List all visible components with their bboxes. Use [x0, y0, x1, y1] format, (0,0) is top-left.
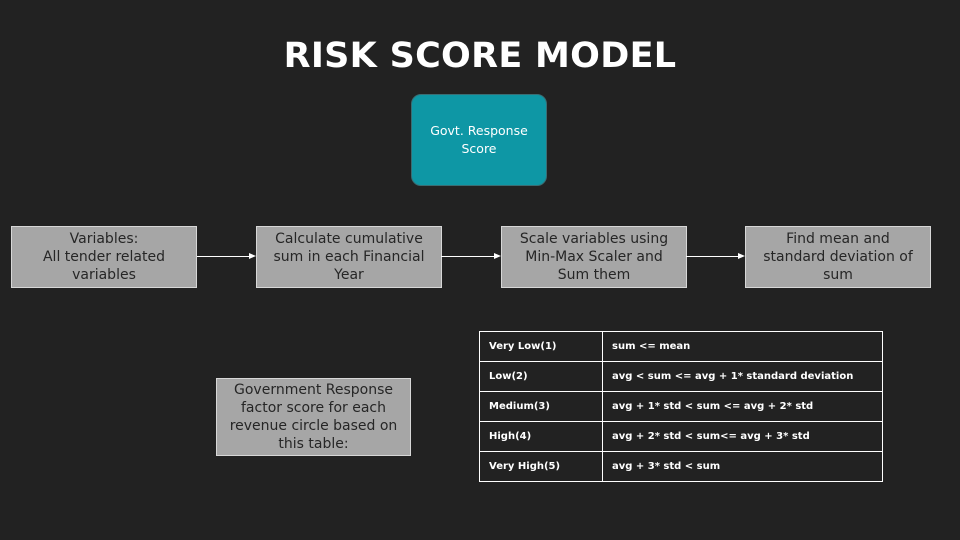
- govt-response-score-label: Govt. Response Score: [430, 122, 528, 156]
- risk-level-table: Very Low(1) sum <= mean Low(2) avg < sum…: [479, 331, 883, 482]
- step-variables-line-2: All tender related: [42, 249, 165, 265]
- government-response-factor-text: Government Response factor score for eac…: [229, 382, 398, 452]
- arrow-2: [441, 253, 501, 259]
- govt-response-score-box: Govt. Response Score: [411, 94, 547, 186]
- table-row: Very Low(1) sum <= mean: [479, 331, 883, 362]
- step-mean-std: Find mean and standard deviation of sum: [745, 226, 931, 288]
- step-scale-variables-line-2: Min-Max Scaler and: [525, 249, 663, 265]
- risk-level-cell: High(4): [479, 421, 603, 452]
- table-row: Low(2) avg < sum <= avg + 1* standard de…: [479, 361, 883, 392]
- step-cumulative-sum: Calculate cumulative sum in each Financi…: [256, 226, 442, 288]
- page-title: RISK SCORE MODEL: [283, 36, 677, 76]
- table-row: High(4) avg + 2* std < sum<= avg + 3* st…: [479, 421, 883, 452]
- risk-rule-cell: sum <= mean: [602, 331, 883, 362]
- risk-rule-cell: avg + 2* std < sum<= avg + 3* std: [602, 421, 883, 452]
- step-cumulative-sum-line-2: sum in each Financial: [273, 249, 425, 265]
- step-mean-std-line-1: Find mean and: [786, 231, 890, 247]
- step-mean-std-line-3: sum: [823, 267, 853, 283]
- government-response-factor-box: Government Response factor score for eac…: [216, 378, 411, 456]
- step-scale-variables-line-1: Scale variables using: [519, 231, 669, 247]
- step-cumulative-sum-line-3: Year: [334, 267, 364, 283]
- risk-level-cell: Very High(5): [479, 451, 603, 482]
- step-variables: Variables: All tender related variables: [11, 226, 197, 288]
- arrow-3: [686, 253, 745, 259]
- arrow-1: [197, 253, 256, 259]
- risk-level-cell: Medium(3): [479, 391, 603, 422]
- table-row: Medium(3) avg + 1* std < sum <= avg + 2*…: [479, 391, 883, 422]
- risk-level-cell: Very Low(1): [479, 331, 603, 362]
- table-row: Very High(5) avg + 3* std < sum: [479, 451, 883, 482]
- risk-level-cell: Low(2): [479, 361, 603, 392]
- risk-rule-cell: avg < sum <= avg + 1* standard deviation: [602, 361, 883, 392]
- risk-rule-cell: avg + 1* std < sum <= avg + 2* std: [602, 391, 883, 422]
- risk-rule-cell: avg + 3* std < sum: [602, 451, 883, 482]
- step-scale-variables-line-3: Sum them: [557, 267, 631, 283]
- step-cumulative-sum-line-1: Calculate cumulative: [275, 231, 423, 247]
- step-mean-std-line-2: standard deviation of: [763, 249, 913, 265]
- step-scale-variables: Scale variables using Min-Max Scaler and…: [501, 226, 687, 288]
- step-variables-line-3: variables: [72, 267, 136, 283]
- step-variables-line-1: Variables:: [69, 231, 139, 247]
